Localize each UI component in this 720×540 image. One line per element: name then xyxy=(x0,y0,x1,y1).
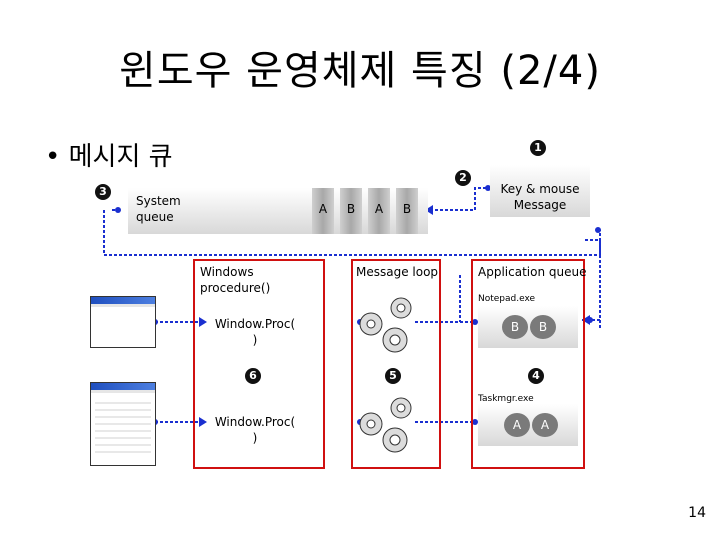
connector-queue-to-keymouse xyxy=(425,187,488,211)
gears-icon xyxy=(359,397,412,453)
windows-procedure-label: Windows procedure() xyxy=(200,265,271,295)
system-queue: System queue A B A B xyxy=(128,188,428,234)
badge-2: 2 xyxy=(455,170,471,186)
badge-4: 4 xyxy=(528,368,544,384)
notepad-queue: B B xyxy=(478,306,578,348)
message-loop-box xyxy=(351,259,441,469)
page-number: 14 xyxy=(688,505,706,521)
application-queue-label: Application queue xyxy=(478,265,587,279)
window-proc-label: Window.Proc( ) xyxy=(214,317,296,347)
page-title: 윈도우 운영체제 특징 (2/4) xyxy=(119,48,601,94)
key-mouse-label: Key & mouse Message xyxy=(500,182,580,212)
bullet-label: 메시지 큐 xyxy=(68,142,173,172)
taskmgr-queue-cell: A xyxy=(504,413,530,437)
system-queue-label: System queue xyxy=(136,194,181,224)
key-mouse-box: Key & mouse Message xyxy=(490,165,590,217)
badge-1: 1 xyxy=(530,140,546,156)
notepad-name: Notepad.exe xyxy=(478,294,536,304)
taskmgr-queue-cell: A xyxy=(532,413,558,437)
windows-procedure-box xyxy=(193,259,325,469)
window-proc-label: Window.Proc( ) xyxy=(214,415,296,445)
bullet-item: • 메시지 큐 xyxy=(45,142,173,172)
badge-3: 3 xyxy=(95,184,111,200)
gears-icon xyxy=(359,297,412,353)
notepad-queue-cell: B xyxy=(502,315,528,339)
badge-5: 5 xyxy=(385,368,401,384)
taskmgr-window-thumbnail xyxy=(90,382,156,466)
system-queue-cell: A xyxy=(318,202,328,216)
connector-system-to-router xyxy=(103,210,601,256)
system-queue-cell: A xyxy=(374,202,384,216)
system-queue-cell: B xyxy=(402,202,412,216)
taskmgr-queue: A A xyxy=(478,404,578,446)
system-queue-cell: B xyxy=(346,202,356,216)
badge-6: 6 xyxy=(245,368,261,384)
notepad-window-thumbnail xyxy=(90,296,156,348)
taskmgr-name: Taskmgr.exe xyxy=(478,394,534,404)
application-queue-box xyxy=(471,259,585,469)
notepad-queue-cell: B xyxy=(530,315,556,339)
message-loop-label: Message loop xyxy=(356,265,439,279)
